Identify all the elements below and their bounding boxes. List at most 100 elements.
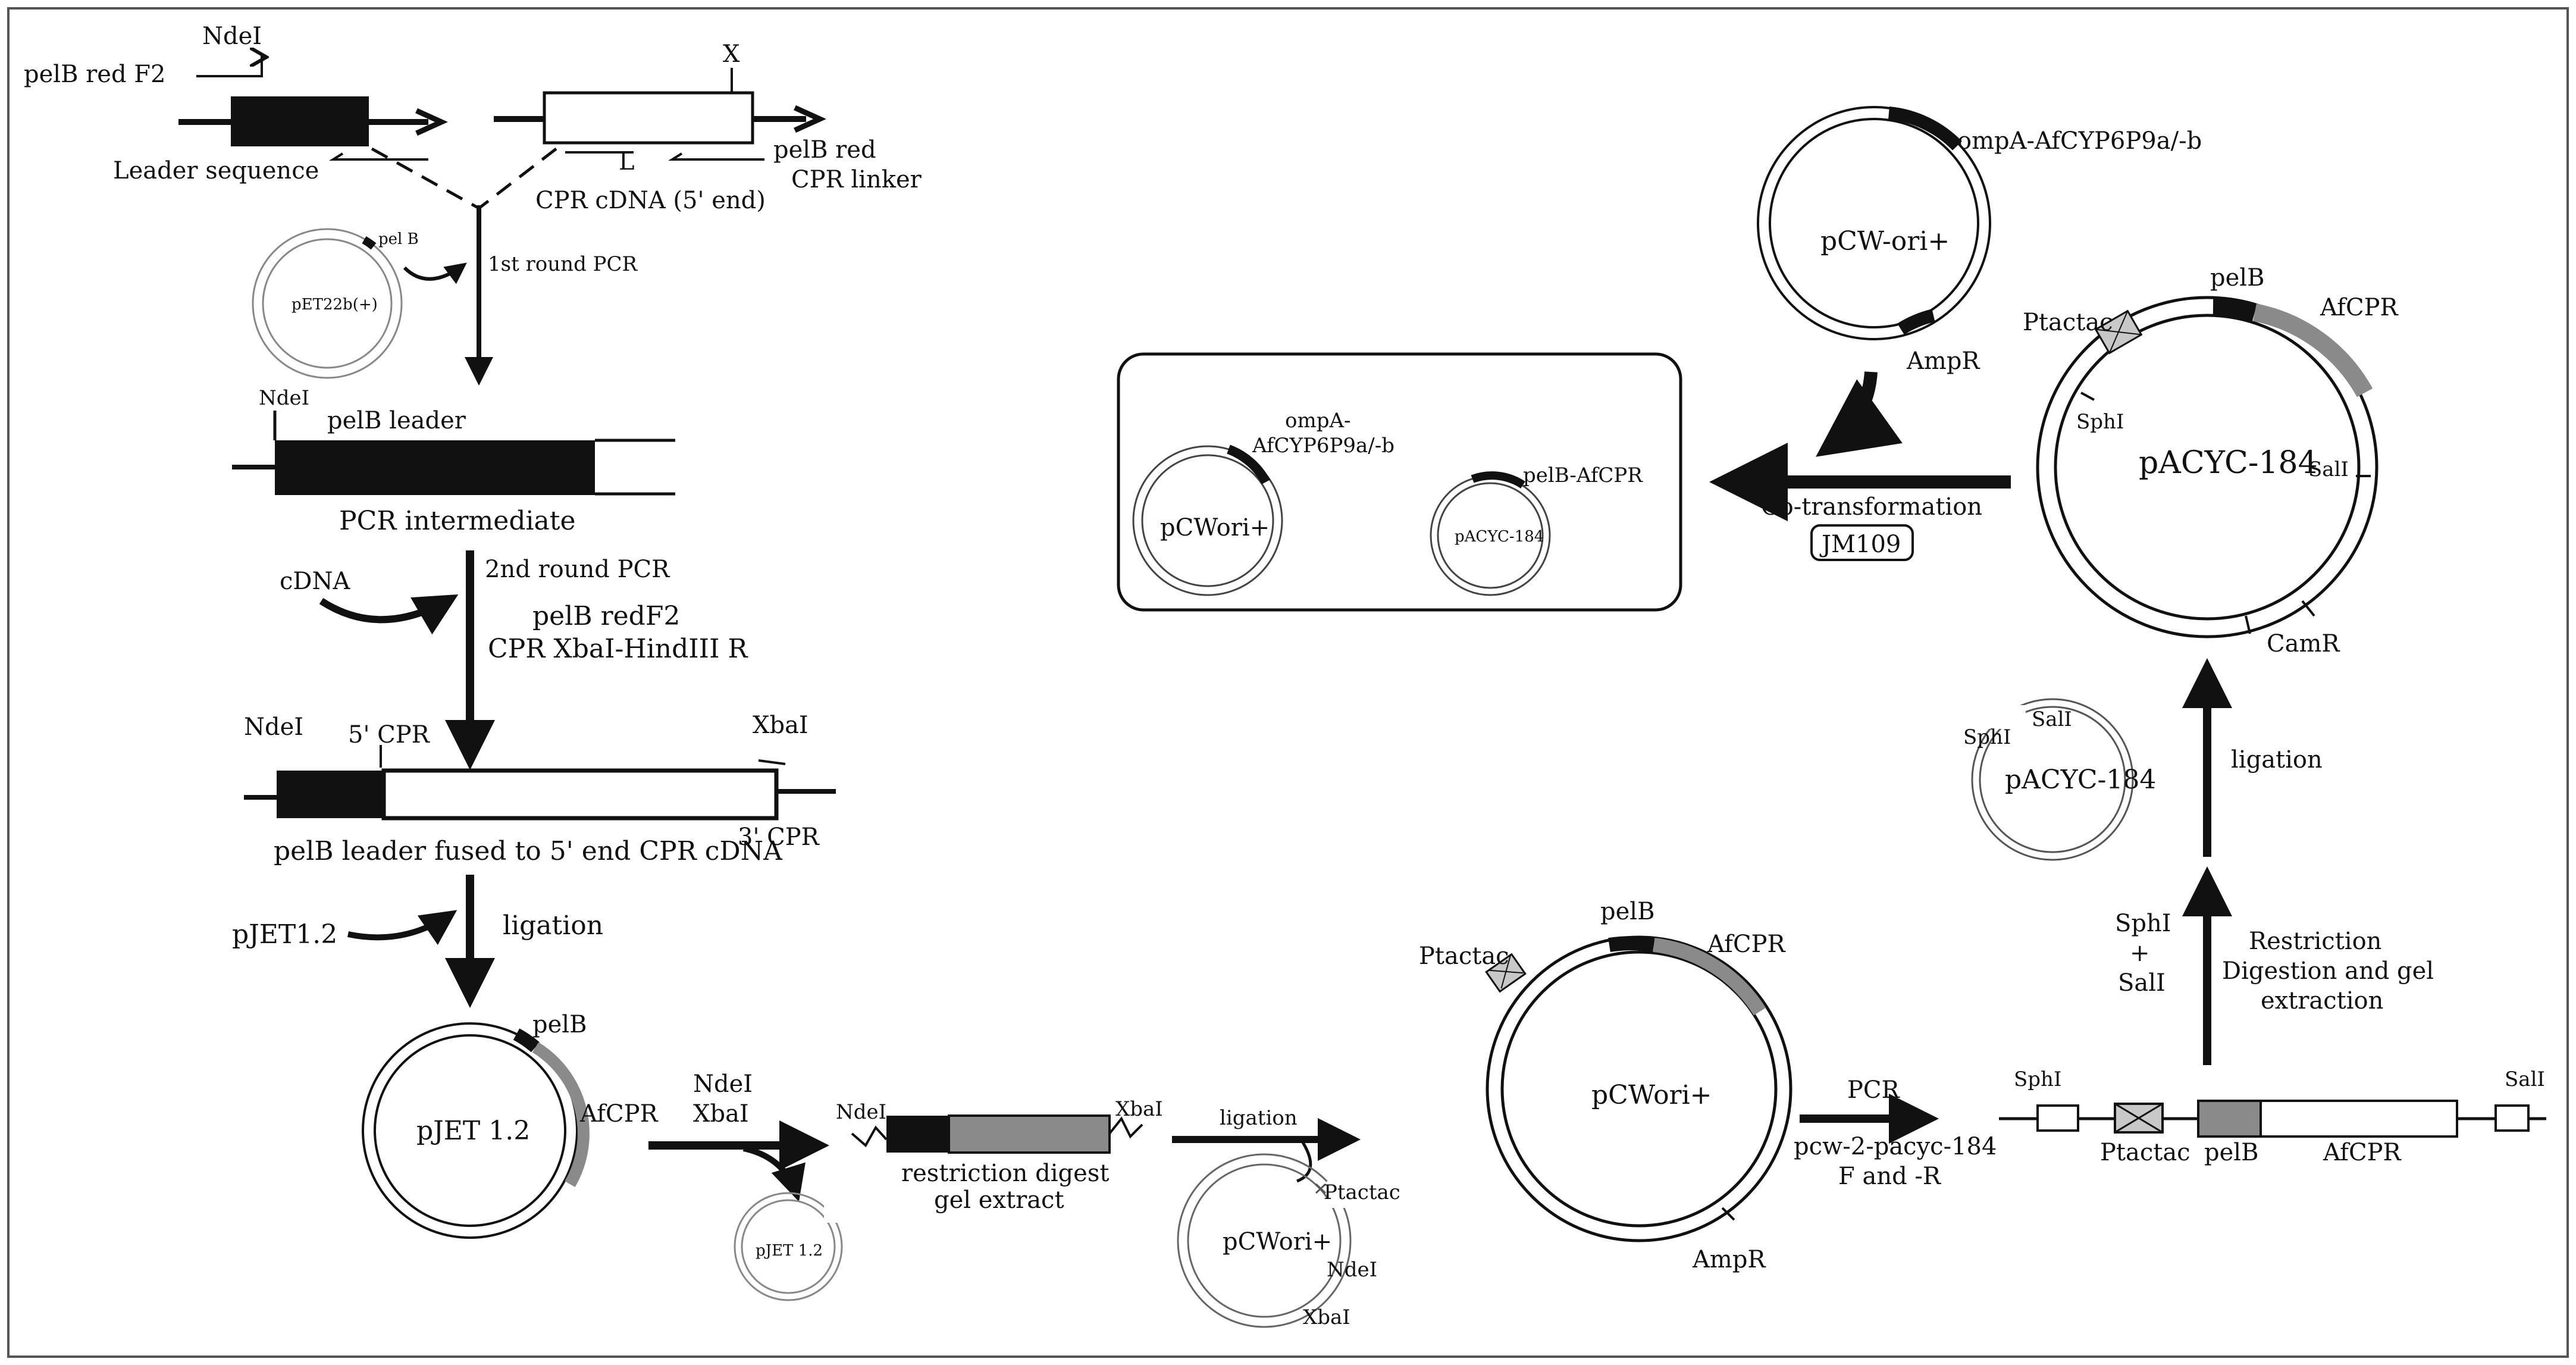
linear-pcr-product: SphI SalI Ptactac pelB AfCPR [1999, 1067, 2546, 1166]
pcwori-small-name: pCWori+ [1223, 1228, 1332, 1256]
ligation-label-2: ligation [1220, 1106, 1298, 1130]
pcr-primer-2: F and -R [1838, 1163, 1942, 1190]
pcw-top-plasmid: ompA-AfCYP6P9a/-b pCW-ori+ AmpR [1757, 106, 2202, 375]
digest-enzyme-xbaI: XbaI [693, 1100, 749, 1128]
intermediate-ndeI: NdeI [259, 386, 309, 410]
pcw-top-insert-label: ompA-AfCYP6P9a/-b [1957, 127, 2202, 155]
fragment-ndeI: NdeI [836, 1100, 886, 1124]
pet22b-pelB-segment [362, 236, 377, 250]
pacyc-afcpr-label: AfCPR [2320, 294, 2399, 321]
linear-pelB-box [2197, 1100, 2262, 1138]
pet22b-name: pET22b(+) [292, 296, 378, 314]
pcwori-name: pCWori+ [1591, 1080, 1712, 1110]
restriction-step-2: Digestion and gel [2222, 957, 2434, 985]
fused-construct: NdeI 5' CPR XbaI pelB leader fused to 5'… [244, 712, 836, 866]
fused-white-block [381, 768, 779, 821]
fragment-caption-2: gel extract [934, 1186, 1064, 1214]
linear-sph-box [2036, 1104, 2079, 1132]
pelB-red-linker-line2: CPR linker [791, 166, 922, 193]
linear-ptactac-label: Ptactac [2100, 1139, 2190, 1166]
cpr-reverse-primer [668, 152, 764, 161]
pcwori-pelB-segment [1608, 936, 1655, 952]
cpr-cdna-5-label: CPR cDNA (5' end) [535, 187, 766, 214]
pjet-small-name: pJET 1.2 [756, 1242, 823, 1260]
pet22b-pelB-label: pel B [378, 230, 419, 248]
restriction-salI: SalI [2118, 969, 2166, 997]
pcwori-small-ndeI: NdeI [1327, 1258, 1377, 1282]
pcw-top-name: pCW-ori+ [1820, 226, 1950, 256]
pjet-name: pJET 1.2 [416, 1116, 530, 1146]
ndeI-primer-arrow [196, 57, 267, 77]
jm109-label: JM109 [1819, 531, 1901, 558]
pacyc-ptactac-label: Ptactac [2023, 309, 2113, 336]
primer-cpr-xbaI: CPR XbaI-HindIII R [488, 634, 748, 664]
pet22b-plasmid: pel B pET22b(+) [252, 228, 419, 379]
cdna-label: cDNA [280, 568, 350, 595]
leader-arrowhead [415, 108, 448, 136]
pcwori-small-xbaI: XbaI [1303, 1305, 1350, 1329]
x-mark: X [723, 40, 740, 68]
pacyc-camR-label: CamR [2267, 630, 2340, 658]
cpr-block [543, 91, 754, 145]
digest-curved-arrow [742, 1145, 806, 1202]
pelB-red-F2-label: pelB red F2 [24, 61, 166, 88]
fragment-grey [948, 1114, 1111, 1154]
pcw-top-ampR-label: AmpR [1906, 347, 1980, 375]
pacyc-small-plasmid: SalI SphI pACYC-184 [1963, 698, 2156, 861]
pjet-curved-arrow [347, 910, 457, 946]
cpr-cdna-construct: X L pelB red CPR linker CPR cDNA (5' end… [494, 40, 922, 214]
leader-sequence-label: Leader sequence [113, 157, 319, 184]
pacyc-name: pACYC-184 [2139, 445, 2318, 481]
restriction-sphI: SphI [2115, 910, 2171, 937]
pacyc-small-sphI: SphI [1963, 725, 2011, 749]
fragment-black [886, 1116, 949, 1153]
linear-salI: SalI [2505, 1067, 2545, 1091]
ligation-label-1: ligation [503, 910, 603, 941]
pacyc-pelB-segment [2213, 298, 2258, 321]
fusion-dashed-left [371, 147, 480, 210]
leader-block [231, 96, 369, 146]
linear-pelB-label: pelB [2204, 1139, 2258, 1166]
linear-sphI: SphI [2014, 1067, 2061, 1091]
pcw-top-ampR-segment [1897, 309, 1935, 335]
l-mark: L [619, 148, 635, 176]
box-plasmid2-insert-label: pelB-AfCPR [1523, 464, 1643, 487]
leader-reverse-primer [329, 152, 428, 161]
first-round-label: 1st round PCR [488, 252, 638, 276]
pacyc-big-plasmid: pelB AfCPR Ptactac SphI SalI pACYC-184 C… [2023, 264, 2399, 658]
pcr-primer-1: pcw-2-pacyc-184 [1794, 1133, 1997, 1160]
pcwori-pelB-label: pelB [1600, 898, 1654, 925]
pcwori-ptactac-label: Ptactac [1419, 943, 1509, 970]
ligation-label-3: ligation [2231, 746, 2323, 774]
fused-5-cpr: 5' CPR [348, 721, 431, 749]
box-plasmid1-insert [1227, 444, 1271, 484]
pacyc-pelB-label: pelB [2210, 264, 2264, 292]
pcw-top-insert-segment [1888, 107, 1962, 151]
linear-afcpr-box [2260, 1100, 2458, 1138]
cotransformed-cell-box: ompA- AfCYP6P9a/-b pCWori+ pelB-AfCPR pA… [1117, 352, 1682, 612]
restriction-step-1: Restriction [2249, 928, 2381, 955]
pacyc-afcpr-segment [2252, 303, 2373, 397]
box-plasmid1-insert-line1: ompA- [1285, 409, 1351, 433]
pcr-intermediate-caption: PCR intermediate [339, 506, 576, 536]
figure-frame [7, 7, 2569, 1358]
fragment-caption-1: restriction digest [901, 1160, 1109, 1187]
pcwori-small-plasmid: Ptactac pCWori+ NdeI XbaI [1177, 1153, 1400, 1329]
pcr-intermediate: NdeI pelB leader PCR intermediate [232, 386, 675, 536]
pjet-afcpr-segment [532, 1042, 590, 1188]
fused-ndeI: NdeI [244, 713, 303, 741]
fused-3-cpr: 3' CPR [738, 824, 820, 851]
pcwori-big-plasmid: pelB AfCPR Ptactac pCWori+ AmpR [1419, 898, 1792, 1273]
pacyc-small-salI: SalI [2032, 707, 2072, 731]
intermediate-pelB-leader: pelB leader [327, 407, 466, 434]
pcwori-afcpr-label: AfCPR [1707, 931, 1787, 958]
cdna-curved-arrow [319, 594, 459, 635]
pcr-label: PCR [1847, 1076, 1901, 1104]
pacyc-sphI-label: SphI [2076, 410, 2124, 434]
linear-afcpr-label: AfCPR [2323, 1139, 2402, 1166]
primer-pelB-redF2: pelB redF2 [532, 601, 680, 631]
pjet-small-plasmid: pJET 1.2 [734, 1192, 848, 1301]
pcwori-afcpr-segment [1653, 938, 1766, 1016]
fused-caption: pelB leader fused to 5' end CPR cDNA [274, 836, 783, 866]
digested-fragment: NdeI XbaI restriction digest gel extract [836, 1097, 1163, 1214]
